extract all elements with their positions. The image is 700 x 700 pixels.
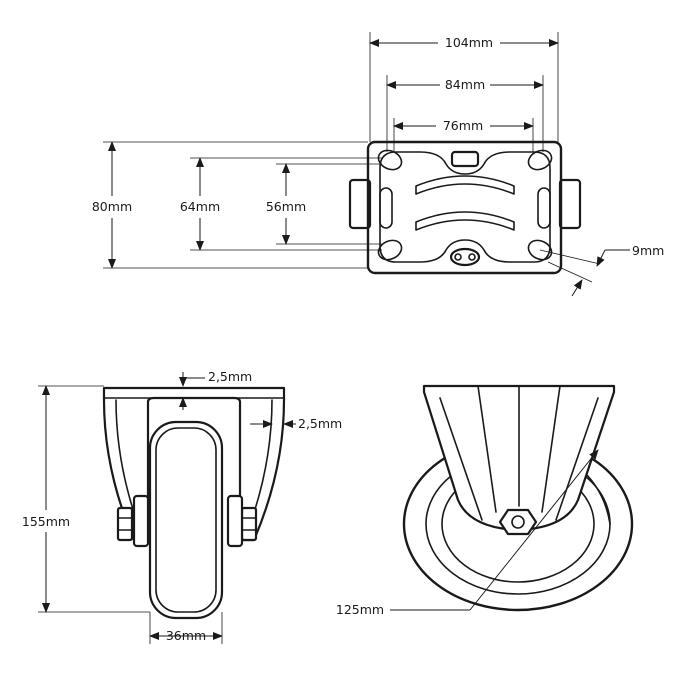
front-wheel-tread [155, 427, 217, 613]
dim-label-125: 125mm [336, 602, 384, 617]
dim-label-9: 9mm [632, 243, 664, 258]
dim-label-104: 104mm [445, 35, 493, 50]
side-view-dimensions [390, 449, 599, 611]
dim-label-2-5-side: 2,5mm [298, 416, 342, 431]
side-axle-nut [498, 508, 538, 536]
side-slot-left [379, 187, 393, 229]
curved-slot-lower [415, 211, 515, 231]
top-view-mounting-plate [348, 140, 582, 275]
plate-outline [366, 140, 563, 275]
mounting-hole-top-right [527, 149, 553, 171]
top-bolt-head [450, 150, 480, 168]
bottom-nut [449, 247, 481, 267]
dim-label-56: 56mm [266, 199, 306, 214]
side-view-caster [402, 384, 634, 612]
dim-label-76: 76mm [443, 118, 483, 133]
dim-label-36: 36mm [166, 628, 206, 643]
mounting-hole-bottom-right [527, 239, 553, 261]
axle-nut-right [240, 506, 258, 542]
side-slot-right [537, 187, 551, 229]
dim-label-80: 80mm [92, 199, 132, 214]
front-view-dimensions [38, 372, 296, 644]
front-wheel-outer [148, 420, 224, 620]
side-nut-right [558, 178, 582, 230]
top-view-dimensions [103, 32, 630, 297]
dim-label-84: 84mm [445, 77, 485, 92]
dim-label-2-5-top: 2,5mm [208, 369, 252, 384]
plate-inner-contour [379, 151, 551, 263]
axle-nut-left [116, 506, 134, 542]
front-view-caster [102, 386, 286, 620]
curved-slot-upper [415, 175, 515, 195]
mounting-hole-bottom-left [377, 239, 403, 261]
dim-label-155: 155mm [22, 514, 70, 529]
dim-label-64: 64mm [180, 199, 220, 214]
side-nut-left [348, 178, 372, 230]
